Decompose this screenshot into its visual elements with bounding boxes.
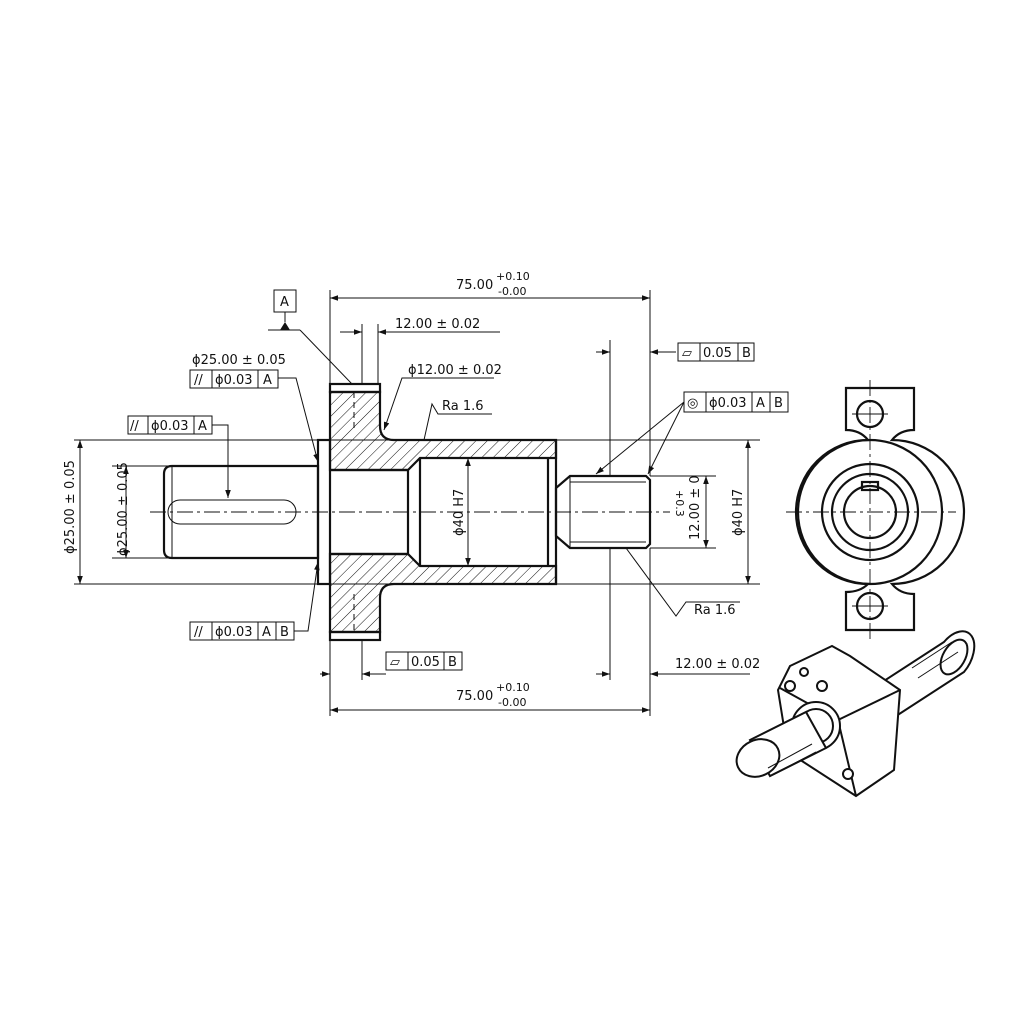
flange-width-dim: 12.00 ± 0.02: [395, 317, 480, 332]
parallel-bottom-value: ϕ0.03: [215, 625, 253, 640]
neck-diameter-dim: ϕ12.00 ± 0.02: [408, 363, 502, 378]
surface-finish-bottom-label: Ra 1.6: [694, 603, 736, 618]
surface-finish-top: Ra 1.6: [423, 399, 492, 441]
iso-hole-4: [842, 768, 854, 780]
right-shaft-length-dim: 12.00 ± 0.02: [675, 657, 760, 672]
parallel-left-symbol: //: [130, 419, 139, 434]
parallel-left-datum: A: [198, 419, 207, 434]
iso-hole-1: [784, 680, 796, 692]
parallel-left-value: ϕ0.03: [151, 419, 189, 434]
flange-bottom-face: [328, 630, 382, 642]
right-shaft-diameter-dim: 12.00 ± 0: [688, 475, 703, 540]
fcf-parallel-flange-top: // ϕ0.03 A: [189, 369, 279, 389]
right-shaft-diameter-tol: +0.3: [673, 490, 686, 517]
keyway-slot: [167, 499, 297, 525]
fcf-parallel-flange-bottom: // ϕ0.03 A B: [189, 561, 320, 641]
parallel-top-value: ϕ0.03: [215, 373, 253, 388]
concentricity-symbol: ◎: [687, 396, 698, 411]
flange-top-face: [328, 382, 382, 394]
end-view: [786, 380, 966, 640]
parallel-bottom-datum1: A: [262, 625, 271, 640]
flatness-bottom-value: 0.05: [411, 655, 440, 670]
end-view-outline: [794, 386, 966, 632]
datum-a: A: [268, 289, 353, 385]
flatness-bottom-datum: B: [448, 655, 457, 670]
parallel-bottom-datum2: B: [280, 625, 289, 640]
fcf-flatness-bottom: ▱ 0.05 B: [385, 651, 463, 671]
left-outer-diameter-dim: ϕ25.00 ± 0.05: [63, 460, 78, 554]
flatness-top-symbol: ▱: [682, 346, 692, 361]
left-shaft-diameter-dim: ϕ25.00 ± 0.05: [116, 462, 131, 556]
isometric-view: [735, 630, 976, 798]
concentricity-datum2: B: [774, 396, 783, 411]
parallel-top-datum: A: [263, 373, 272, 388]
flatness-top-value: 0.05: [703, 346, 732, 361]
right-outer-diameter-dim: ϕ40 H7: [731, 489, 746, 536]
overall-length-top-upper-tol: +0.10: [496, 270, 530, 283]
fcf-flatness-top: ▱ 0.05 B: [677, 342, 755, 362]
surface-finish-top-label: Ra 1.6: [442, 399, 484, 414]
parallel-bottom-symbol: //: [194, 625, 203, 640]
overall-length-bottom-upper-tol: +0.10: [496, 681, 530, 694]
parallel-top-symbol: //: [194, 373, 203, 388]
concentricity-value: ϕ0.03: [709, 396, 747, 411]
bore-diameter-dim: ϕ40 H7: [452, 489, 467, 536]
dimension-lines: [74, 290, 760, 716]
overall-length-bottom: 75.00: [456, 689, 493, 704]
overall-length-top-lower-tol: -0.00: [498, 285, 526, 298]
overall-length-bottom-lower-tol: -0.00: [498, 696, 526, 709]
fcf-parallel-left: // ϕ0.03 A: [127, 415, 231, 498]
iso-hole-2: [816, 680, 828, 692]
iso-back-shaft-end: [939, 638, 969, 676]
section-view: [150, 382, 670, 642]
fcf-concentricity: ◎ ϕ0.03 A B: [595, 391, 789, 475]
concentricity-datum1: A: [756, 396, 765, 411]
flange-diameter-callout: ϕ25.00 ± 0.05: [192, 353, 286, 368]
flatness-top-datum: B: [742, 346, 751, 361]
overall-length-top: 75.00: [456, 278, 493, 293]
right-threaded-shaft: [554, 474, 652, 550]
flatness-bottom-symbol: ▱: [390, 655, 400, 670]
datum-a-label: A: [280, 295, 289, 310]
dimension-texts: 75.00 +0.10 -0.00 12.00 ± 0.02 ϕ12.00 ± …: [63, 270, 760, 709]
iso-hole-3: [799, 667, 809, 677]
surface-finish-bottom: Ra 1.6: [625, 547, 740, 618]
lower-section-hatch: [328, 552, 558, 634]
